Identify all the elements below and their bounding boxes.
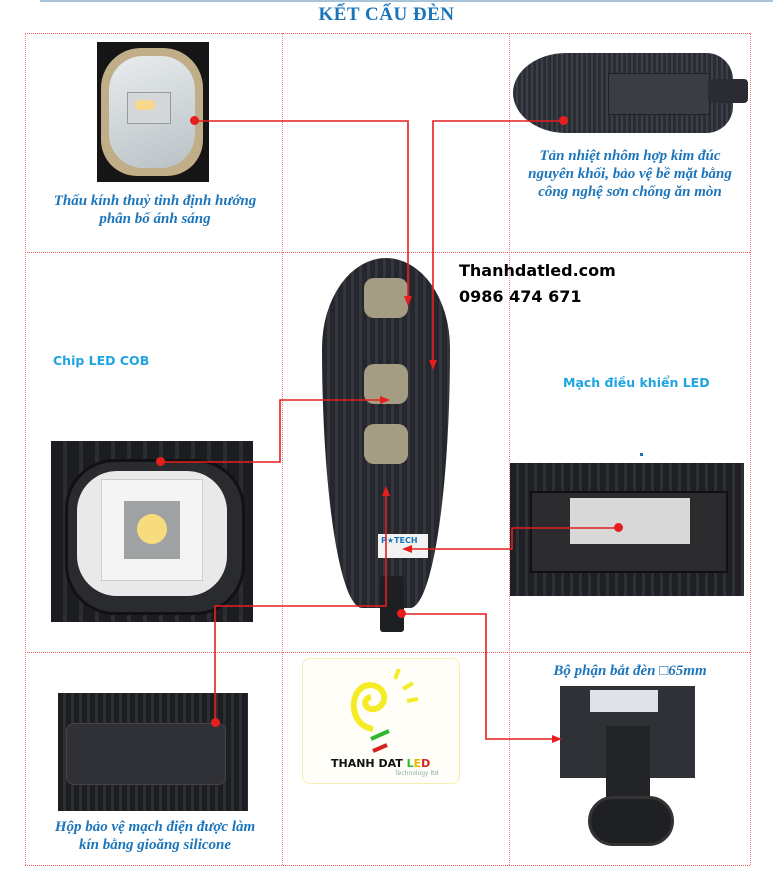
logo-word: THANH DAT	[331, 757, 407, 770]
grid-line	[509, 33, 510, 865]
mount-marker	[397, 609, 406, 618]
phone-text: 0986 474 671	[459, 287, 582, 306]
lightbulb-icon	[350, 668, 419, 753]
contact-block: Thanhdatled.com 0986 474 671	[459, 258, 616, 310]
box-caption: Hộp bảo vệ mạch điện được làm kín bằng g…	[30, 818, 280, 854]
grid-line	[282, 33, 283, 865]
grid-line	[750, 33, 751, 865]
caption-line: Hộp bảo vệ mạch điện được làm	[54, 819, 256, 835]
heatsink-caption: Tản nhiệt nhôm hợp kim đúc nguyên khối, …	[510, 147, 750, 201]
grid-line	[25, 33, 750, 34]
lens-marker	[190, 116, 199, 125]
logo-tagline: Technology ltd	[395, 770, 439, 777]
grid-line	[25, 652, 750, 653]
driver-marker	[614, 523, 623, 532]
box-photo	[58, 693, 248, 811]
heatsink-photo	[513, 45, 753, 140]
logo-letter: L	[406, 757, 414, 770]
driver-label: Mạch điều khiển LED	[563, 375, 710, 390]
cob-label: Chip LED COB	[53, 353, 150, 368]
grid-line	[25, 252, 750, 253]
top-rule	[40, 0, 773, 2]
logo-letter: D	[421, 757, 431, 770]
caption-line: phân bố ánh sáng	[99, 211, 211, 227]
box-marker	[211, 718, 220, 727]
caption-line: công nghệ sơn chống ăn mòn	[538, 184, 722, 200]
caption-line: Tản nhiệt nhôm hợp kim đúc	[539, 148, 721, 164]
grid-line	[25, 865, 750, 866]
page-title: KẾT CẤU ĐÈN	[318, 4, 455, 25]
website-text: Thanhdatled.com	[459, 261, 616, 280]
heatsink-marker	[559, 116, 568, 125]
lens-caption: Thấu kính thuỷ tinh định hướng phân bố á…	[30, 192, 280, 228]
logo-letter: E	[413, 757, 422, 770]
caption-line: nguyên khối, bảo vệ bề mặt bằng	[528, 166, 732, 182]
company-logo: THANH DAT LED Technology ltd	[302, 658, 460, 784]
grid-line	[25, 33, 26, 865]
caption-line: Thấu kính thuỷ tinh định hướng	[53, 193, 257, 209]
stray-dot	[640, 453, 643, 456]
driver-photo	[510, 463, 744, 596]
lens-photo	[97, 42, 209, 182]
cob-photo	[51, 441, 253, 622]
mount-photo	[560, 686, 695, 856]
logo-text: THANH DAT LED	[331, 757, 430, 770]
mount-caption: Bộ phận bắt đèn □65mm	[553, 663, 707, 679]
caption-line: kín bằng gioăng silicone	[78, 837, 232, 853]
cob-marker	[156, 457, 165, 466]
